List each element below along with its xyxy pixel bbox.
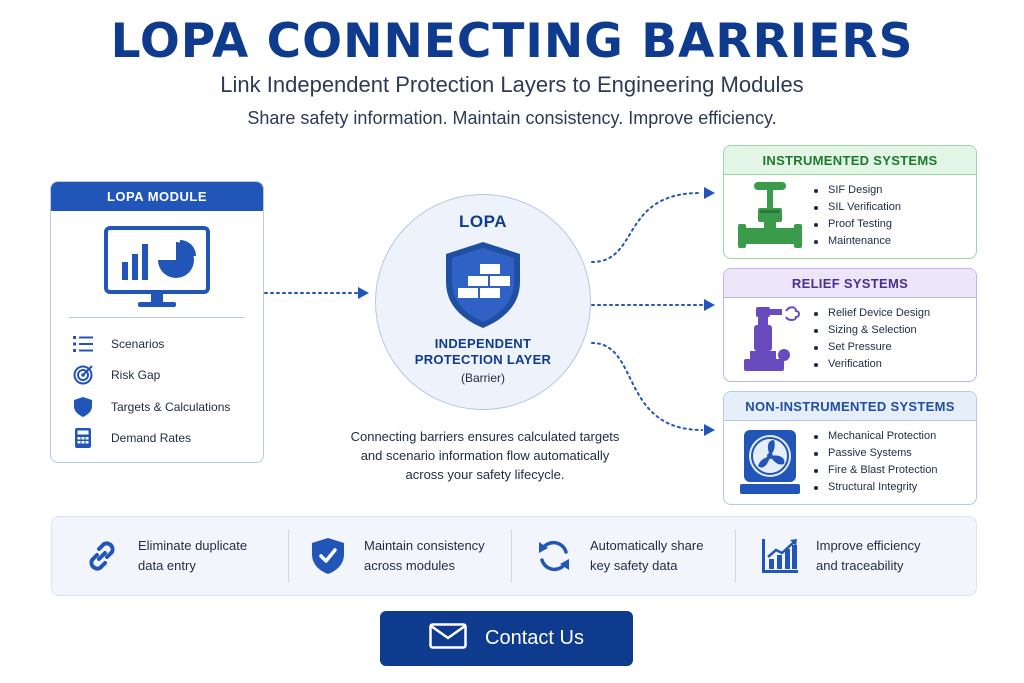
list-item: Relief Device Design — [814, 305, 930, 322]
arrowhead-relief — [704, 299, 715, 311]
mail-icon — [429, 623, 467, 654]
list-item: Mechanical Protection — [814, 428, 937, 445]
arrowhead-instrumented — [704, 187, 715, 199]
lopa-module-title: LOPA MODULE — [51, 182, 263, 211]
module-item-label: Demand Rates — [111, 431, 192, 445]
relief-systems-list: Relief Device Design Sizing & Selection … — [814, 305, 930, 373]
benefit-share-data: Automatically share key safety data — [534, 532, 703, 580]
connector-to-instrumented — [591, 192, 701, 263]
module-item-demand-rates: Demand Rates — [71, 426, 191, 450]
benefit-line: Eliminate duplicate — [138, 538, 248, 553]
link-icon — [82, 536, 122, 576]
benefit-separator — [288, 530, 289, 582]
relief-valve-icon — [744, 306, 800, 371]
non-instrumented-systems-list: Mechanical Protection Passive Systems Fi… — [814, 428, 937, 496]
benefits-bar — [51, 516, 977, 596]
list-item: Proof Testing — [814, 216, 901, 233]
benefit-line: and traceability — [816, 558, 904, 573]
benefit-line: Maintain consistency — [364, 538, 485, 553]
benefit-line: Improve efficiency — [816, 538, 921, 553]
list-icon — [71, 332, 95, 356]
target-icon — [71, 363, 95, 387]
page-subtitle: Link Independent Protection Layers to En… — [220, 72, 804, 97]
module-item-label: Scenarios — [111, 337, 165, 351]
benefit-separator — [735, 530, 736, 582]
connector-to-non-instrumented — [591, 342, 703, 431]
module-divider — [69, 317, 245, 318]
list-item: Verification — [814, 356, 930, 373]
lopa-label-barrier: (Barrier) — [461, 371, 505, 385]
list-item: Passive Systems — [814, 445, 937, 462]
monitor-chart-icon — [104, 226, 210, 307]
lopa-module-card: LOPA MODULE Scenarios Risk Gap Targets &… — [50, 181, 264, 463]
benefit-line: Automatically share — [590, 538, 704, 553]
contact-us-label: Contact Us — [485, 627, 584, 649]
lopa-circle-title: LOPA — [459, 212, 507, 231]
arrowhead-non-instrumented — [704, 424, 715, 436]
module-item-label: Risk Gap — [111, 368, 161, 382]
instrumented-systems-card: INSTRUMENTED SYSTEMS SIF Design SIL Veri… — [723, 145, 977, 259]
relief-systems-title: RELIEF SYSTEMS — [724, 269, 976, 298]
benefit-line: key safety data — [590, 558, 678, 573]
benefit-duplicate-entry: Eliminate duplicate data entry — [82, 532, 247, 580]
benefit-consistency: Maintain consistency across modules — [308, 532, 485, 580]
lopa-label-line2: PROTECTION LAYER — [414, 352, 552, 367]
module-item-label: Targets & Calculations — [111, 400, 231, 414]
contact-us-button[interactable]: Contact Us — [380, 611, 633, 666]
relief-systems-card: RELIEF SYSTEMS Relief Device Design Sizi… — [723, 268, 977, 382]
page-tagline: Share safety information. Maintain consi… — [247, 108, 777, 128]
list-item: Fire & Blast Protection — [814, 462, 937, 479]
instrumented-systems-title: INSTRUMENTED SYSTEMS — [724, 146, 976, 175]
shield-check-icon — [308, 536, 348, 576]
list-item: Structural Integrity — [814, 479, 937, 496]
chart-growth-icon — [760, 536, 800, 576]
shield-icon — [71, 395, 95, 419]
module-item-targets: Targets & Calculations — [71, 395, 230, 419]
sync-icon — [534, 536, 574, 576]
fan-icon — [740, 430, 800, 494]
page-title: LOPA CONNECTING BARRIERS — [110, 14, 914, 69]
instrumented-systems-list: SIF Design SIL Verification Proof Testin… — [814, 182, 901, 250]
list-item: SIL Verification — [814, 199, 901, 216]
benefit-line: across modules — [364, 558, 456, 573]
benefit-traceability: Improve efficiency and traceability — [760, 532, 921, 580]
list-item: Sizing & Selection — [814, 322, 930, 339]
valve-icon — [738, 182, 802, 248]
arrowhead-module — [358, 287, 369, 299]
non-instrumented-systems-card: NON-INSTRUMENTED SYSTEMS Mechanical Prot… — [723, 391, 977, 505]
shield-bricks-icon — [446, 242, 520, 328]
benefit-line: data entry — [138, 558, 196, 573]
list-item: SIF Design — [814, 182, 901, 199]
calculator-icon — [71, 426, 95, 450]
non-instrumented-systems-title: NON-INSTRUMENTED SYSTEMS — [724, 392, 976, 421]
center-description: Connecting barriers ensures calculated t… — [350, 429, 620, 482]
list-item: Set Pressure — [814, 339, 930, 356]
module-item-scenarios: Scenarios — [71, 332, 164, 356]
lopa-label-line1: INDEPENDENT — [434, 336, 532, 351]
module-item-risk-gap: Risk Gap — [71, 363, 160, 387]
benefit-separator — [511, 530, 512, 582]
list-item: Maintenance — [814, 233, 901, 250]
